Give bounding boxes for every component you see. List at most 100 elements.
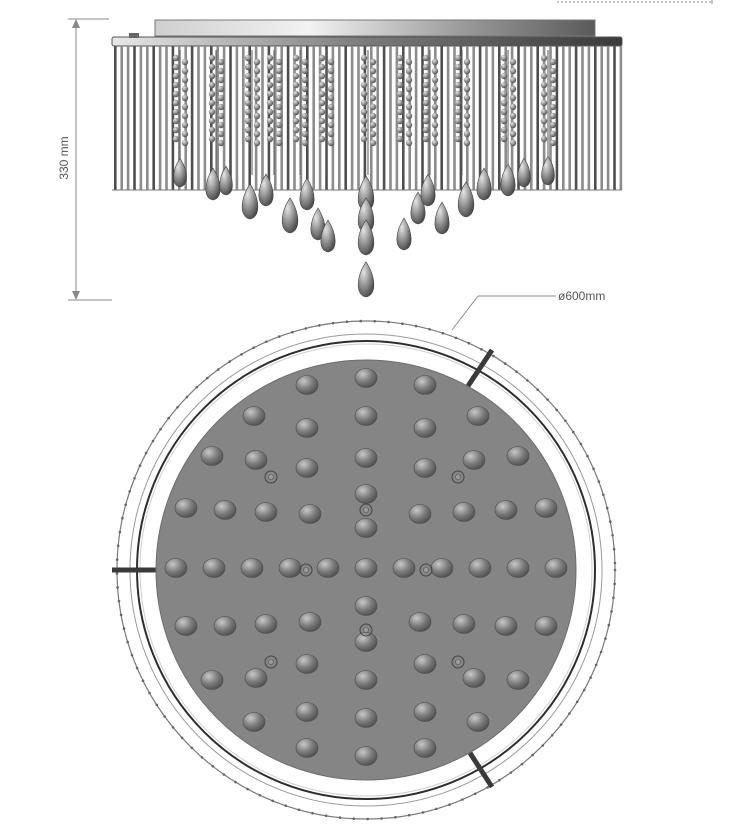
strand-bead bbox=[253, 139, 261, 147]
bulb-socket-center bbox=[268, 474, 274, 480]
strand-bead bbox=[275, 130, 283, 138]
strand-bead bbox=[500, 63, 508, 71]
rim-tick bbox=[599, 650, 603, 654]
crystal-bead bbox=[298, 612, 322, 632]
strand-bead bbox=[422, 63, 430, 71]
crystal-bead bbox=[295, 418, 319, 438]
rim-tick bbox=[271, 799, 275, 803]
crystal-bead bbox=[213, 500, 237, 520]
strand-bead bbox=[181, 130, 189, 138]
strand-bead bbox=[172, 54, 180, 62]
strand-bead bbox=[405, 94, 413, 102]
strand-bead bbox=[318, 54, 326, 62]
strand-bead bbox=[540, 108, 548, 116]
strand-bead bbox=[396, 108, 404, 116]
crystal-rod bbox=[165, 46, 168, 190]
crystal-bead bbox=[544, 558, 568, 578]
bulb-socket bbox=[419, 563, 433, 577]
strand-bead bbox=[396, 117, 404, 125]
strand-bead bbox=[217, 94, 225, 102]
strand-bead bbox=[422, 126, 430, 134]
crystal-bead bbox=[316, 558, 340, 578]
teardrop-crystal bbox=[517, 157, 531, 188]
crystal-rod bbox=[139, 46, 143, 190]
rim-tick bbox=[586, 454, 589, 458]
strand-bead bbox=[318, 72, 326, 80]
bulb-socket bbox=[359, 623, 373, 637]
teardrop-crystal bbox=[173, 157, 187, 188]
rim-tick bbox=[592, 467, 595, 471]
crystal-bead bbox=[468, 558, 492, 578]
strand-bead bbox=[509, 67, 517, 75]
strand-bead bbox=[500, 99, 508, 107]
strand-bead bbox=[253, 94, 261, 102]
strand-bead bbox=[301, 76, 309, 84]
rim-tick bbox=[520, 762, 524, 766]
strand-bead bbox=[327, 94, 335, 102]
strand-bead bbox=[500, 90, 508, 98]
rim-tick bbox=[200, 756, 204, 759]
crystal-rod bbox=[427, 46, 431, 190]
crystal-rod bbox=[203, 46, 207, 190]
teardrop-crystal bbox=[541, 155, 555, 186]
rim-tick bbox=[216, 368, 220, 371]
crystal-bead bbox=[244, 668, 268, 688]
strand-bead bbox=[360, 117, 368, 125]
crystal-rod bbox=[126, 46, 130, 190]
rim-tick bbox=[115, 558, 119, 561]
crystal-rod bbox=[229, 46, 232, 190]
rim-tick bbox=[373, 319, 377, 323]
crystal-rod bbox=[421, 46, 424, 190]
canopy bbox=[154, 19, 596, 37]
canopy-screw bbox=[129, 33, 139, 38]
crystal-bead bbox=[354, 596, 378, 616]
teardrop-crystal bbox=[357, 219, 375, 256]
crystal-rod bbox=[286, 46, 290, 190]
rim-tick bbox=[144, 451, 148, 455]
rim-tick bbox=[115, 572, 119, 575]
crystal-rod bbox=[222, 46, 226, 190]
strand-bead bbox=[463, 94, 471, 102]
crystal-bead bbox=[413, 458, 437, 478]
rim-tick bbox=[318, 324, 321, 327]
strand-bead bbox=[301, 85, 309, 93]
rim-tick bbox=[206, 376, 209, 380]
rim-tick bbox=[594, 663, 598, 667]
crystal-bead bbox=[452, 502, 476, 522]
crystal-rod bbox=[485, 46, 488, 190]
strand-bead bbox=[509, 85, 517, 93]
strand-bead bbox=[275, 67, 283, 75]
strand-bead bbox=[172, 90, 180, 98]
strand-bead bbox=[266, 126, 274, 134]
rim-tick bbox=[291, 330, 294, 334]
crystal-rod bbox=[414, 46, 418, 190]
strand-bead bbox=[172, 63, 180, 71]
crystal-bead bbox=[534, 498, 558, 518]
crystal-rod bbox=[114, 46, 117, 190]
crystal-beads-top bbox=[164, 368, 568, 766]
crystal-bead bbox=[413, 418, 437, 438]
rim-tick bbox=[401, 322, 404, 326]
strand-bead bbox=[396, 72, 404, 80]
height-dim-arrow-bottom bbox=[72, 291, 80, 300]
strand-bead bbox=[301, 112, 309, 120]
strand-bead bbox=[500, 81, 508, 89]
strand-bead bbox=[500, 108, 508, 116]
rim-tick bbox=[366, 817, 370, 821]
top-view: ø600mm bbox=[112, 289, 617, 821]
crystal-bead bbox=[354, 670, 378, 690]
strand-bead bbox=[405, 67, 413, 75]
rim-tick bbox=[130, 653, 134, 657]
strand-bead bbox=[422, 72, 430, 80]
rim-tick bbox=[141, 679, 145, 682]
crystal-rod bbox=[197, 46, 200, 190]
rim-tick bbox=[352, 817, 356, 820]
strand-bead bbox=[253, 67, 261, 75]
rim-tick bbox=[359, 319, 363, 323]
strand-bead bbox=[275, 76, 283, 84]
strand-bead bbox=[266, 72, 274, 80]
strand-bead bbox=[266, 135, 274, 143]
rim-tick bbox=[116, 586, 119, 589]
rim-tick bbox=[473, 792, 477, 796]
